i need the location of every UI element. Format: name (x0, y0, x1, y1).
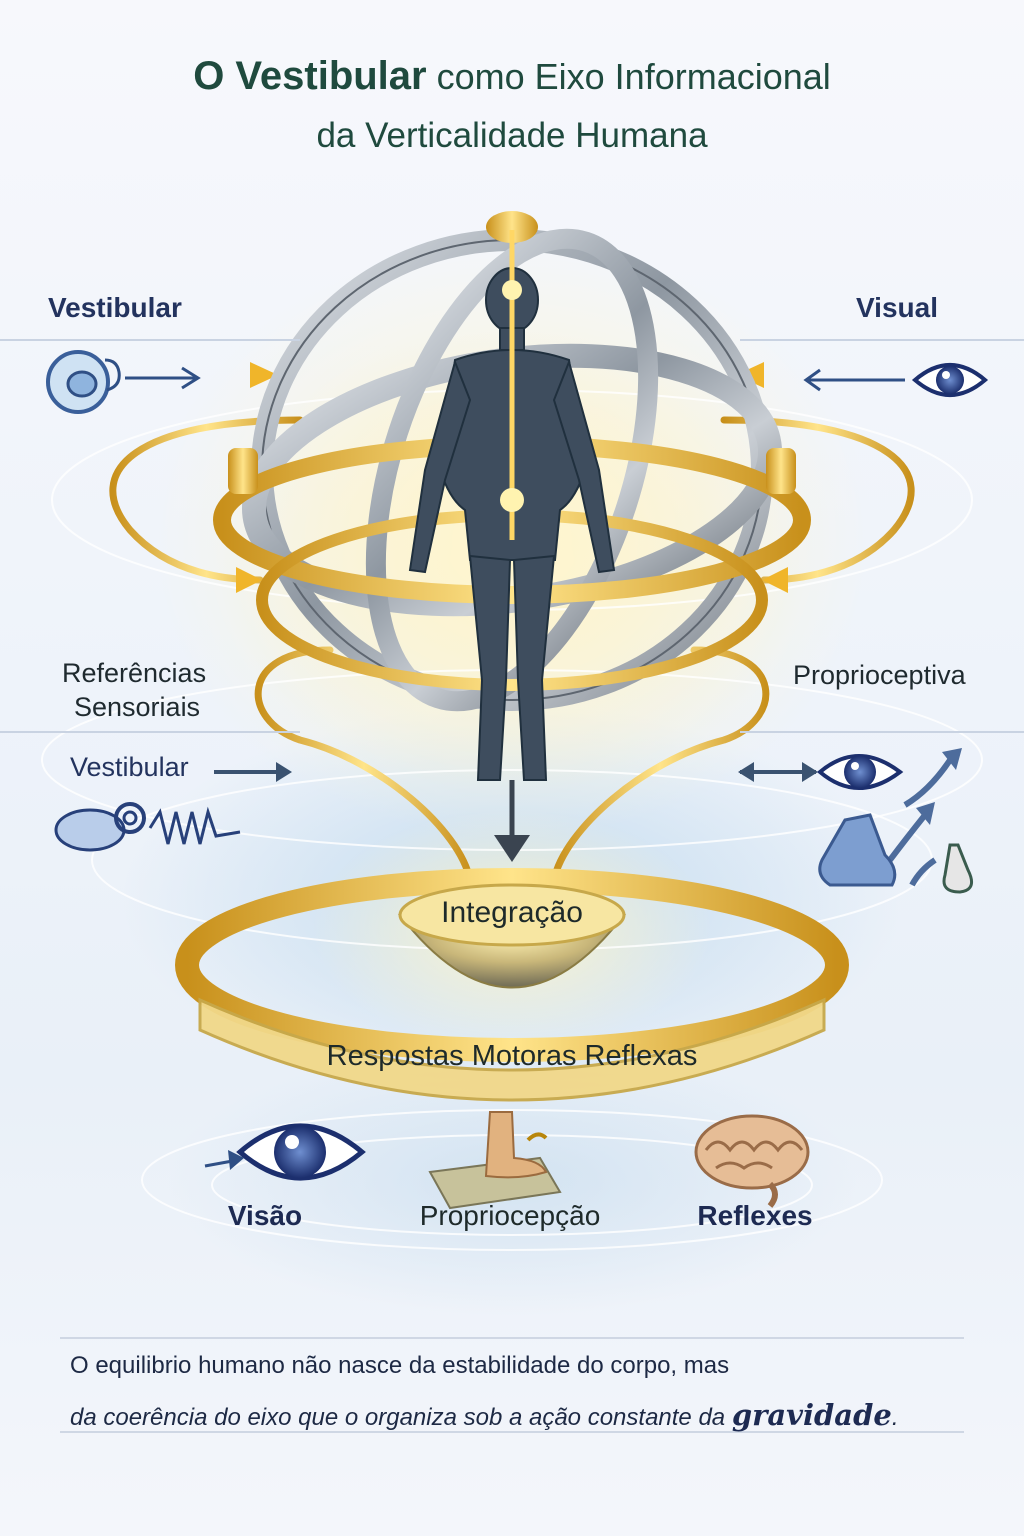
cochlea-icon (54, 802, 241, 852)
label-integracao: Integração (441, 896, 583, 929)
upward-arrows-icon (887, 758, 953, 887)
label-visual: Visual (856, 292, 938, 323)
label-vestibular-mid: Vestibular (70, 752, 189, 782)
label-visao: Visão (227, 1200, 303, 1231)
right-pivot (766, 448, 796, 494)
title-emphasis: O Vestibular (193, 54, 427, 98)
eye-icon (803, 363, 989, 397)
brain-icon (694, 1114, 810, 1208)
foot-icon (428, 1111, 562, 1210)
label-propriocepcao: Propriocepção (419, 1200, 601, 1231)
down-arrow-icon (494, 835, 530, 862)
title-rest: como Eixo Informacional (426, 56, 831, 97)
quote-line-1: O equilibrio humano não nasce da estabil… (70, 1352, 730, 1379)
label-referencias-line2: Sensoriais (74, 692, 201, 722)
upward-arrowheads (916, 748, 962, 825)
quote-block: O equilibrio humano não nasce da estabil… (70, 1340, 960, 1432)
quote-line-2: da coerência do eixo que o organiza sob … (70, 1398, 899, 1432)
top-pivot (486, 211, 538, 243)
otolith-icon (942, 843, 974, 894)
shoe-icon (818, 813, 897, 887)
label-reflexes: Reflexes (697, 1200, 813, 1231)
label-respostas: Respostas Motoras Reflexas (326, 1040, 698, 1072)
visao-eye-icon (204, 1123, 366, 1181)
quote-period: . (891, 1404, 899, 1431)
head-light (502, 280, 522, 300)
label-proprioceptiva: Proprioceptiva (793, 660, 966, 690)
integration-base (175, 868, 849, 1102)
gold-flow-loops (109, 416, 915, 884)
quote-line-2-text: da coerência do eixo que o organiza sob … (70, 1404, 732, 1431)
left-pivot (228, 448, 258, 494)
proprioceptiva-eye-icon (738, 754, 904, 790)
core-light (500, 488, 524, 512)
page-subtitle: da Verticalidade Humana (316, 116, 708, 155)
inner-ear-icon (46, 350, 201, 414)
label-referencias-line1: Referências (62, 658, 207, 688)
label-vestibular-top: Vestibular (48, 292, 182, 323)
vestibular-arrow-icon (214, 762, 292, 782)
quote-emphasis: gravidade (731, 1398, 892, 1432)
page-title: O Vestibular como Eixo Informacional (0, 54, 1024, 99)
